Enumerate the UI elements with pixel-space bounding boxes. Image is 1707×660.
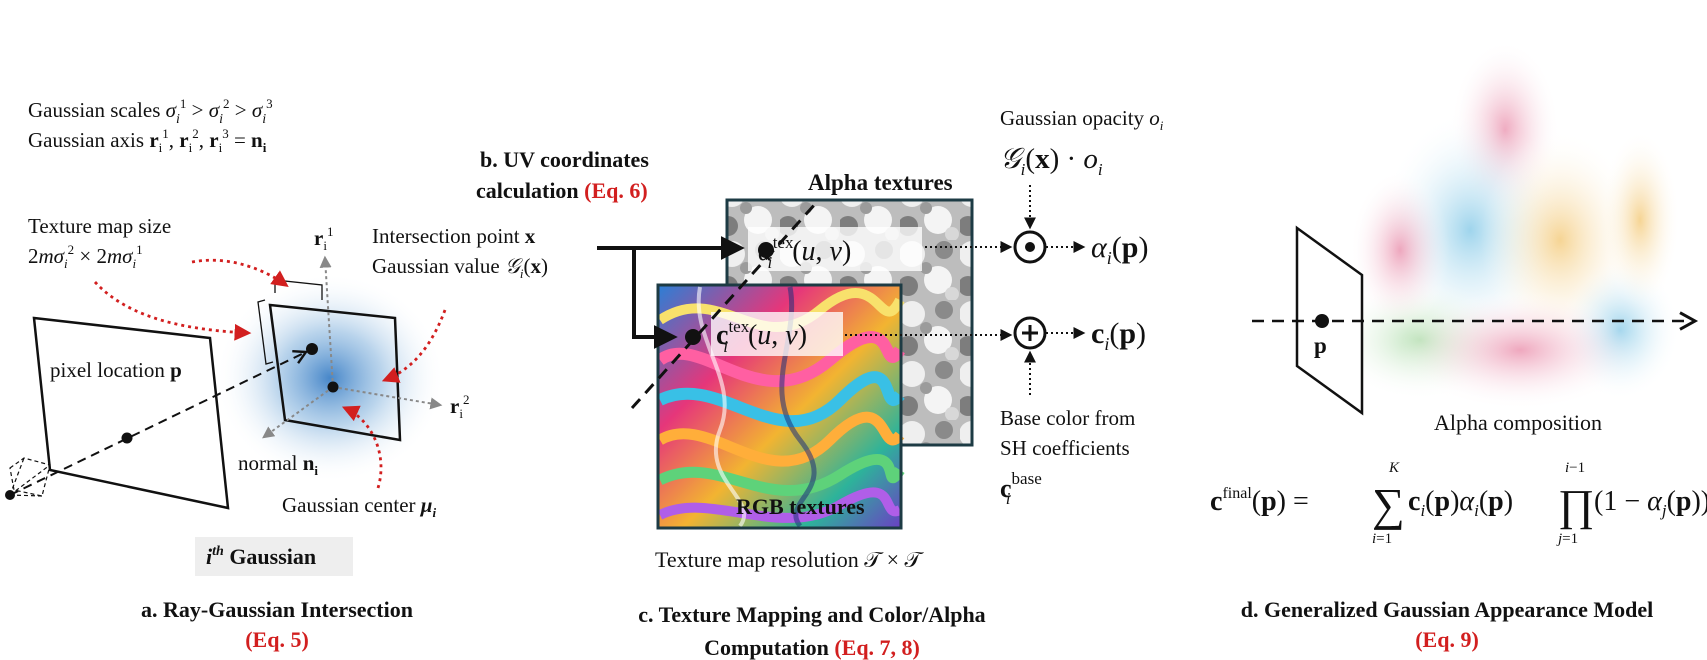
panel-b: b. UV coordinates calculation (Eq. 6) In…	[372, 147, 649, 281]
gaussian-plane	[268, 303, 402, 442]
uv-title-line1: b. UV coordinates	[480, 147, 649, 172]
pixel-location-label: pixel location p	[50, 358, 182, 382]
r2-label: ri2	[450, 392, 469, 421]
uv-arrow-color	[632, 248, 678, 349]
texture-ray	[630, 201, 818, 410]
axis-normal	[262, 386, 334, 439]
texture-size-arrow-top	[191, 258, 289, 287]
camera-ray	[9, 350, 309, 496]
alpha-sample-dot	[758, 242, 774, 258]
texture-size-title: Texture map size	[28, 214, 171, 238]
formula-sum-lower: i=1	[1372, 531, 1392, 547]
normal-label: normal ni	[238, 451, 318, 478]
caption-d: d. Generalized Gaussian Appearance Model	[1241, 597, 1654, 622]
formula-prod-upper: i−1	[1565, 460, 1585, 476]
panel-c: Alpha textures RGB textures αtexi(u, v) …	[597, 106, 1164, 660]
gaussian-cloud	[1330, 40, 1680, 410]
formula-lhs: cfinal(p) =	[1210, 485, 1309, 517]
panel-d: p Alpha composition cfinal(p) = ∑ K i=1 …	[1210, 40, 1707, 652]
base-color-line1: Base color from	[1000, 406, 1135, 430]
alpha-textures-label: Alpha textures	[808, 170, 953, 195]
caption-d-eq: (Eq. 9)	[1415, 627, 1479, 652]
opacity-expr: 𝒢i(x) · oi	[1000, 143, 1103, 179]
pixel-point-dot	[1315, 314, 1329, 328]
pixel-point-label: p	[1314, 333, 1327, 358]
color-output-label: ci(p)	[1091, 317, 1146, 354]
caption-c-line1: c. Texture Mapping and Color/Alpha	[638, 602, 985, 627]
intersection-point-label: Intersection point x	[372, 224, 536, 248]
color-tex-label-bg	[711, 312, 843, 356]
formula-sum-upper: K	[1388, 460, 1400, 476]
multiply-operator-dot	[1025, 242, 1035, 252]
uv-title-line2: calculation (Eq. 6)	[476, 178, 648, 203]
texture-resolution-label: Texture map resolution 𝒯 × 𝒯	[655, 547, 924, 572]
gaussian-axis-text: Gaussian axis ri1, ri2, ri3 = ni	[28, 126, 267, 155]
gaussian-center-dot	[327, 381, 339, 393]
gaussian-scales-text: Gaussian scales σi1 > σi2 > σi3	[28, 96, 273, 127]
alpha-output-label: αi(p)	[1091, 231, 1148, 268]
formula-terms: ci(p)αi(p)	[1408, 486, 1513, 520]
ith-gaussian-box	[195, 537, 353, 576]
size-bracket-side	[257, 299, 274, 365]
texture-size-arrow-side	[93, 281, 252, 341]
formula-sum: ∑	[1372, 479, 1405, 530]
alpha-tex-label-bg	[748, 227, 922, 271]
caption-a: a. Ray-Gaussian Intersection	[141, 597, 413, 622]
color-sample-dot	[685, 329, 701, 345]
gaussian-value-label: Gaussian value 𝒢i(x)	[372, 254, 548, 281]
ith-gaussian-label: ith Gaussian	[206, 544, 316, 569]
panel-a: Gaussian scales σi1 > σi2 > σi3 Gaussian…	[5, 96, 469, 652]
formula-product: ∏	[1558, 481, 1594, 530]
camera-icon	[9, 457, 51, 497]
intersection-dot	[306, 343, 318, 355]
caption-a-eq: (Eq. 5)	[245, 627, 309, 652]
formula-factor: (1 − αj(p))	[1594, 486, 1707, 520]
base-color-line2: SH coefficients	[1000, 436, 1130, 460]
r1-label: ri1	[314, 224, 333, 253]
image-plane	[32, 316, 230, 510]
axis-r2	[332, 386, 443, 410]
formula-prod-lower: j=1	[1556, 531, 1578, 547]
pixel-dot	[121, 432, 133, 444]
opacity-label: Gaussian opacity oi	[1000, 106, 1164, 133]
center-arrow	[341, 405, 383, 489]
alpha-composition-label: Alpha composition	[1434, 410, 1602, 435]
rgb-textures-label: RGB textures	[736, 494, 865, 519]
gaussian-center-label: Gaussian center μi	[282, 493, 436, 520]
composition-formula: cfinal(p) = ∑ K i=1 ci(p)αi(p) ∏ i−1 j=1…	[1210, 460, 1707, 547]
caption-c-line2: Computation (Eq. 7, 8)	[704, 635, 920, 660]
texture-size-expr: 2mσi2 × 2mσi1	[28, 242, 143, 271]
